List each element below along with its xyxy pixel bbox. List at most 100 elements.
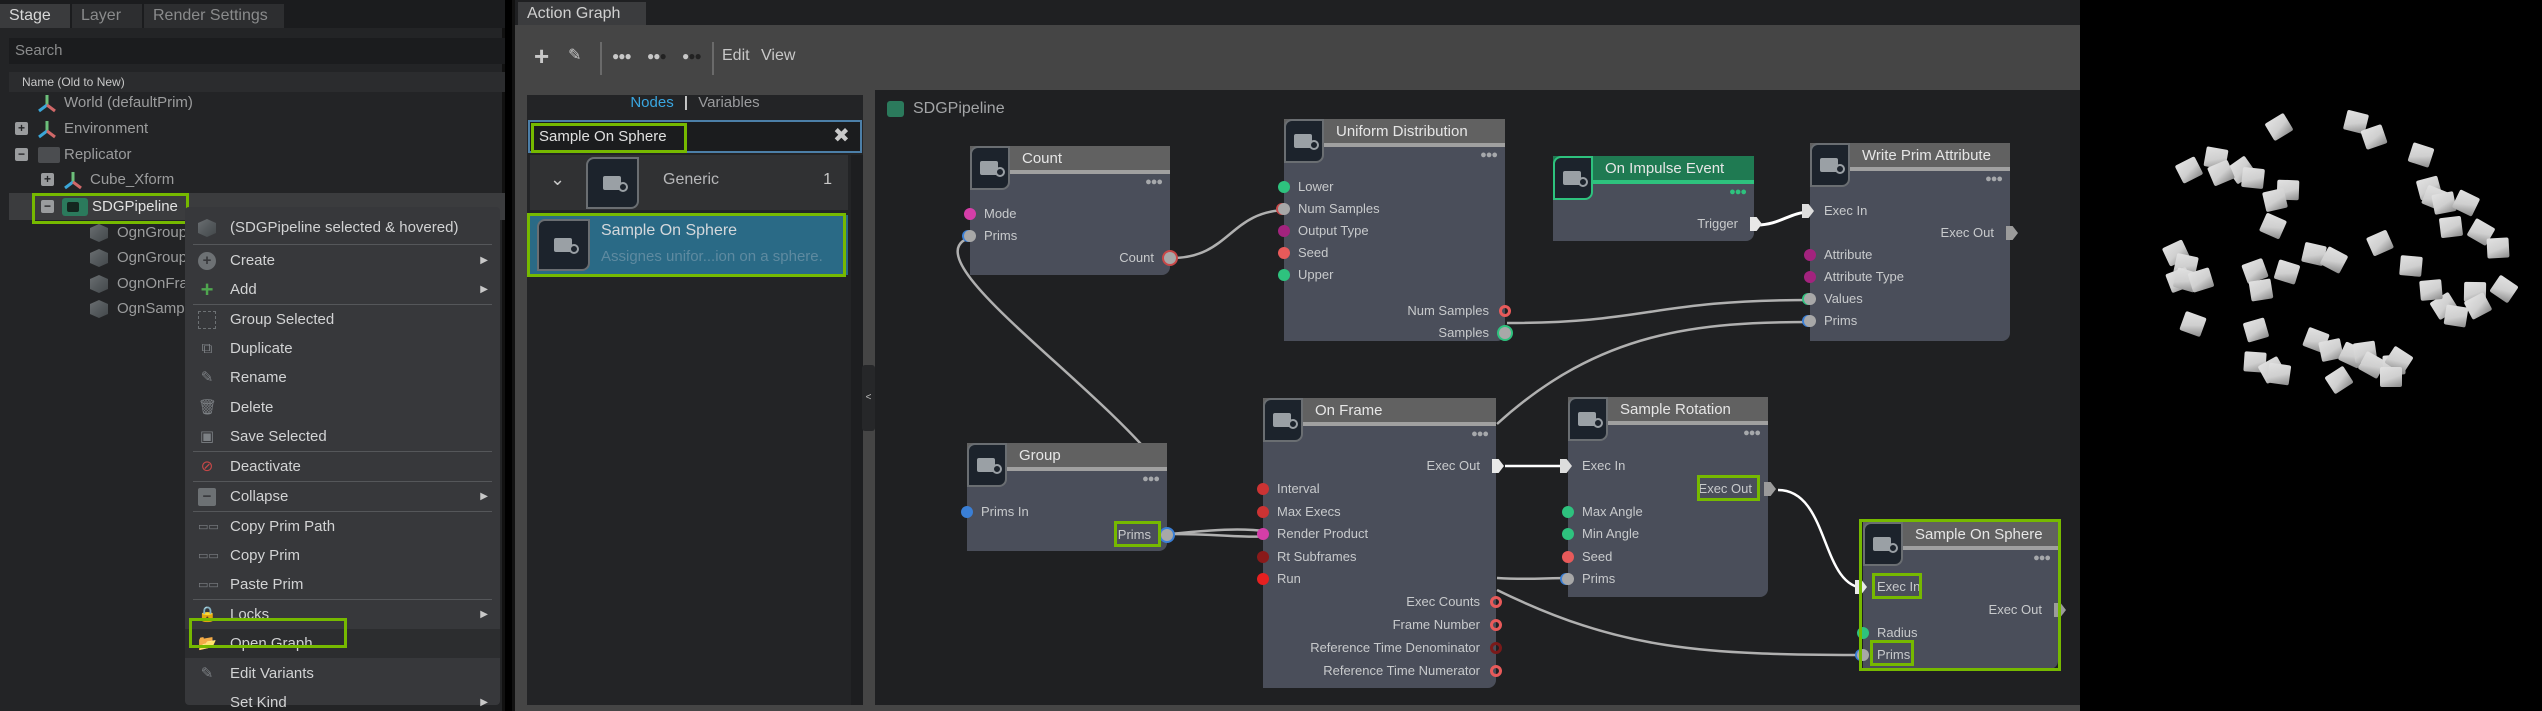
port-max-angle[interactable]: Max Angle xyxy=(1562,501,1643,523)
pin[interactable] xyxy=(1257,483,1269,495)
tree-item-environment[interactable]: + Environment xyxy=(9,116,505,141)
port-exec-in[interactable]: Exec In xyxy=(1560,455,1625,477)
collapse-icon[interactable]: − xyxy=(15,148,28,161)
port-upper[interactable]: Upper xyxy=(1278,264,1333,286)
port-prims[interactable]: Prims xyxy=(1804,310,1857,332)
port-prims[interactable]: Prims xyxy=(1562,568,1615,590)
layout-dots-2-button[interactable]: ●●● xyxy=(647,49,667,63)
port-trigger[interactable]: Trigger xyxy=(1697,213,1762,235)
tree-item-replicator[interactable]: − Replicator xyxy=(9,142,505,167)
menu-item-copy-prim[interactable]: ▭▭ Copy Prim xyxy=(198,547,301,564)
menu-item-add[interactable]: + Add ▶ xyxy=(185,275,500,304)
port-exec-in[interactable]: Exec In xyxy=(1802,200,1867,222)
port-exec-out[interactable]: Exec Out xyxy=(1699,478,1776,500)
port-min-angle[interactable]: Min Angle xyxy=(1562,523,1639,545)
exec-pin[interactable] xyxy=(1750,217,1762,231)
pin[interactable] xyxy=(1278,203,1290,215)
node-menu-icon[interactable]: ●●● xyxy=(2033,552,2051,564)
tab-nodes[interactable]: Nodes xyxy=(630,94,674,111)
pin[interactable] xyxy=(1164,252,1176,264)
port-radius[interactable]: Radius xyxy=(1857,622,1917,644)
pin[interactable] xyxy=(1490,665,1502,677)
view-menu[interactable]: View xyxy=(761,47,796,64)
node-menu-icon[interactable]: ●●● xyxy=(1480,149,1498,161)
port-rt-subframes[interactable]: Rt Subframes xyxy=(1257,546,1356,568)
node-on-impulse-event[interactable]: On Impulse Event ●●● Trigger xyxy=(1553,156,1762,241)
port-render-product[interactable]: Render Product xyxy=(1257,523,1368,545)
pin[interactable] xyxy=(1161,529,1173,541)
graph-breadcrumb[interactable]: SDGPipeline xyxy=(913,100,1005,117)
menu-item-save-selected[interactable]: ▣ Save Selected xyxy=(199,428,327,445)
port-prims[interactable]: Prims xyxy=(964,225,1017,247)
port-num-samples[interactable]: Num Samples xyxy=(1278,198,1380,220)
menu-item-group-selected[interactable]: Group Selected xyxy=(185,305,500,334)
node-menu-icon[interactable]: ●●● xyxy=(1142,473,1160,485)
pin[interactable] xyxy=(1257,573,1269,585)
tab-stage[interactable]: Stage xyxy=(0,4,70,28)
node-on-frame[interactable]: On Frame ●●● Exec Out Interval Max Execs… xyxy=(1257,398,1504,688)
pin[interactable] xyxy=(1490,642,1502,654)
exec-pin[interactable] xyxy=(1764,482,1776,496)
tab-variables[interactable]: Variables xyxy=(698,94,760,111)
menu-item-locks[interactable]: 🔒 Locks ▶ xyxy=(185,600,500,629)
collapse-icon[interactable]: − xyxy=(41,200,54,213)
menu-item-edit-variants[interactable]: ✎ Edit Variants xyxy=(185,659,500,688)
node-uniform-distribution[interactable]: Uniform Distribution ●●● Lower Num Sampl… xyxy=(1278,119,1511,341)
node-menu-icon[interactable]: ●●● xyxy=(1985,173,2003,185)
edit-menu[interactable]: Edit xyxy=(722,47,750,64)
pin[interactable] xyxy=(1804,271,1816,283)
node-library-scrollbar[interactable] xyxy=(851,155,863,705)
node-category-generic[interactable]: ⌄ Generic 1 xyxy=(530,155,848,210)
tree-item-ogngroup-2[interactable]: OgnGroup xyxy=(9,245,505,270)
exec-pin[interactable] xyxy=(2006,226,2018,240)
tree-item-cube-xform[interactable]: + Cube_Xform xyxy=(9,167,505,192)
menu-item-create[interactable]: + Create ▶ xyxy=(185,246,500,275)
pin[interactable] xyxy=(1490,619,1502,631)
menu-item-rename[interactable]: ✎ Rename xyxy=(185,363,500,392)
menu-item-set-kind[interactable]: Set Kind ▶ xyxy=(185,688,500,711)
pin[interactable] xyxy=(1857,627,1869,639)
expand-icon[interactable]: + xyxy=(15,122,28,135)
pin[interactable] xyxy=(1278,181,1290,193)
edit-pencil-button[interactable]: ✎ xyxy=(568,47,582,64)
port-attribute-type[interactable]: Attribute Type xyxy=(1804,266,1904,288)
pin[interactable] xyxy=(1257,551,1269,563)
node-group[interactable]: Group ●●● Prims In Prims xyxy=(961,443,1173,551)
tree-item-world[interactable]: World (defaultPrim) xyxy=(9,90,505,115)
port-run[interactable]: Run xyxy=(1257,568,1301,590)
pin[interactable] xyxy=(964,208,976,220)
pin[interactable] xyxy=(1278,269,1290,281)
node-menu-icon[interactable]: ●●● xyxy=(1145,176,1163,188)
pin[interactable] xyxy=(1857,649,1869,661)
port-exec-out[interactable]: Exec Out xyxy=(1427,455,1504,477)
node-write-prim-attribute[interactable]: Write Prim Attribute ●●● Exec In Exec Ou… xyxy=(1802,143,2018,341)
node-sample-on-sphere[interactable]: Sample On Sphere ●●● Exec In Exec Out Ra… xyxy=(1855,522,2066,669)
port-exec-out[interactable]: Exec Out xyxy=(1941,222,2018,244)
port-count-out[interactable]: Count xyxy=(1119,247,1176,269)
clear-search-icon[interactable]: ✖ xyxy=(833,125,850,147)
pin[interactable] xyxy=(1804,293,1816,305)
port-mode[interactable]: Mode xyxy=(964,203,1017,225)
stage-search-input[interactable]: Search xyxy=(9,38,505,64)
node-menu-icon[interactable]: ●●● xyxy=(1743,427,1761,439)
port-reference-time-denominator[interactable]: Reference Time Denominator xyxy=(1310,637,1502,659)
node-count[interactable]: Count ●●● Mode Prims Count xyxy=(964,146,1176,275)
pin[interactable] xyxy=(1562,528,1574,540)
layout-dots-3-button[interactable]: ●●● xyxy=(682,49,702,63)
menu-item-copy-prim-path[interactable]: ▭▭ Copy Prim Path xyxy=(198,518,336,535)
menu-item-open-graph[interactable]: 📂 Open Graph xyxy=(185,629,500,658)
pin[interactable] xyxy=(1490,596,1502,608)
port-output-type[interactable]: Output Type xyxy=(1278,220,1369,242)
node-sample-rotation[interactable]: Sample Rotation ●●● Exec In Exec Out Max… xyxy=(1560,397,1776,597)
pin[interactable] xyxy=(961,506,973,518)
pin[interactable] xyxy=(964,230,976,242)
menu-item-delete[interactable]: 🗑 Delete xyxy=(198,399,274,416)
viewport[interactable] xyxy=(2080,0,2542,711)
expand-icon[interactable]: + xyxy=(41,173,54,186)
pin[interactable] xyxy=(1278,247,1290,259)
exec-pin[interactable] xyxy=(1802,204,1814,218)
port-exec-counts[interactable]: Exec Counts xyxy=(1406,591,1502,613)
port-seed[interactable]: Seed xyxy=(1562,546,1612,568)
port-exec-in[interactable]: Exec In xyxy=(1855,576,1920,598)
port-seed[interactable]: Seed xyxy=(1278,242,1328,264)
